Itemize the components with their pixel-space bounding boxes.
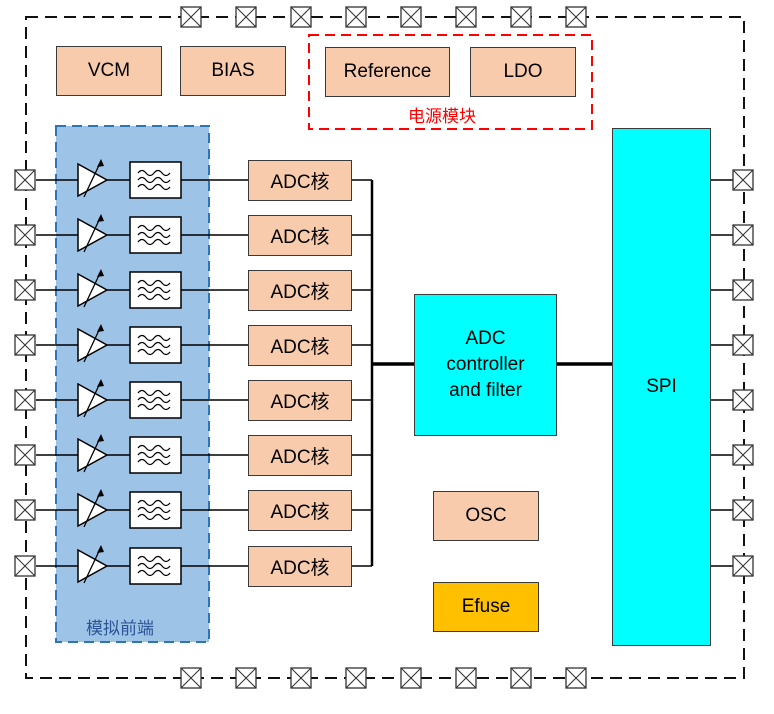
adc-core-block: ADC核 xyxy=(248,325,352,366)
adc-core-block: ADC核 xyxy=(248,270,352,311)
analog-input-pad xyxy=(14,279,36,301)
bottom-edge-pad xyxy=(235,667,257,689)
digital-io-pad xyxy=(732,279,754,301)
adc-controller-line2: controller xyxy=(446,354,525,375)
adc-core-block: ADC核 xyxy=(248,546,352,587)
digital-io-pad xyxy=(732,224,754,246)
digital-io-pad xyxy=(732,499,754,521)
filter-icon xyxy=(129,326,182,364)
adc-core-block: ADC核 xyxy=(248,380,352,421)
adc-core-label: ADC核 xyxy=(270,172,330,193)
top-edge-pad xyxy=(510,6,532,28)
bias-label: BIAS xyxy=(211,60,255,81)
filter-icon xyxy=(129,161,182,199)
reference-label: Reference xyxy=(343,61,432,82)
adc-controller-line3: and filter xyxy=(449,380,522,401)
adc-core-label: ADC核 xyxy=(270,227,330,248)
top-edge-pad xyxy=(235,6,257,28)
power-module-group xyxy=(308,34,593,130)
adc-core-label: ADC核 xyxy=(270,502,330,523)
bottom-edge-pad xyxy=(345,667,367,689)
filter-icon xyxy=(129,381,182,419)
bottom-edge-pad xyxy=(455,667,477,689)
analog-front-end-label: 模拟前端 xyxy=(86,619,154,639)
digital-io-pad xyxy=(732,169,754,191)
analog-input-pad xyxy=(14,224,36,246)
adc-core-label: ADC核 xyxy=(270,337,330,358)
spi-label: SPI xyxy=(646,376,677,397)
pga-amplifier-icon xyxy=(77,545,109,584)
efuse-label: Efuse xyxy=(461,596,511,617)
adc-core-label: ADC核 xyxy=(270,282,330,303)
analog-input-pad xyxy=(14,444,36,466)
pga-amplifier-icon xyxy=(77,379,109,418)
pga-amplifier-icon xyxy=(77,214,109,253)
adc-core-block: ADC核 xyxy=(248,160,352,201)
analog-input-pad xyxy=(14,499,36,521)
pga-amplifier-icon xyxy=(77,324,109,363)
top-edge-pad xyxy=(180,6,202,28)
analog-input-pad xyxy=(14,555,36,577)
efuse-block: Efuse xyxy=(433,582,539,632)
digital-io-pad xyxy=(732,555,754,577)
bottom-edge-pad xyxy=(180,667,202,689)
adc-controller-line1: ADC xyxy=(465,328,506,349)
adc-core-label: ADC核 xyxy=(270,447,330,468)
input-lane xyxy=(36,269,372,309)
ldo-label: LDO xyxy=(503,61,543,82)
adc-core-label: ADC核 xyxy=(270,392,330,413)
analog-input-pad xyxy=(14,334,36,356)
digital-io-pad xyxy=(732,334,754,356)
osc-block: OSC xyxy=(433,491,539,541)
digital-io-pad xyxy=(732,444,754,466)
filter-icon xyxy=(129,547,182,585)
input-lane xyxy=(36,159,372,199)
bottom-edge-pad xyxy=(565,667,587,689)
digital-io-pad xyxy=(732,389,754,411)
input-lane xyxy=(36,545,372,585)
pga-amplifier-icon xyxy=(77,269,109,308)
input-lanes xyxy=(36,159,734,585)
adc-core-label: ADC核 xyxy=(270,558,330,579)
filter-icon xyxy=(129,216,182,254)
spi-block: SPI xyxy=(612,128,711,646)
pga-amplifier-icon xyxy=(77,434,109,473)
adc-core-block: ADC核 xyxy=(248,490,352,531)
input-lane xyxy=(36,214,372,254)
bias-block: BIAS xyxy=(180,46,286,96)
adc-core-block: ADC核 xyxy=(248,215,352,256)
ldo-block: LDO xyxy=(470,47,576,97)
pga-amplifier-icon xyxy=(77,489,109,528)
input-lane xyxy=(36,324,372,364)
bottom-edge-pad xyxy=(400,667,422,689)
input-lane xyxy=(36,379,372,419)
vcm-label: VCM xyxy=(87,60,131,81)
adc-core-block: ADC核 xyxy=(248,435,352,476)
filter-icon xyxy=(129,436,182,474)
osc-label: OSC xyxy=(465,505,507,526)
bottom-edge-pad xyxy=(510,667,532,689)
top-edge-pad xyxy=(455,6,477,28)
top-edge-pad xyxy=(565,6,587,28)
adc-controller-block: ADC controller and filter xyxy=(414,294,557,436)
pga-amplifier-icon xyxy=(77,159,109,198)
top-edge-pad xyxy=(400,6,422,28)
analog-input-pad xyxy=(14,389,36,411)
filter-icon xyxy=(129,491,182,529)
reference-block: Reference xyxy=(325,47,450,97)
vcm-block: VCM xyxy=(56,46,162,96)
filter-icon xyxy=(129,271,182,309)
bottom-edge-pad xyxy=(290,667,312,689)
power-module-label: 电源模块 xyxy=(408,107,476,127)
top-edge-pad xyxy=(345,6,367,28)
top-edge-pad xyxy=(290,6,312,28)
input-lane xyxy=(36,489,372,529)
analog-input-pad xyxy=(14,169,36,191)
input-lane xyxy=(36,434,372,474)
bus-wiring xyxy=(370,180,612,566)
